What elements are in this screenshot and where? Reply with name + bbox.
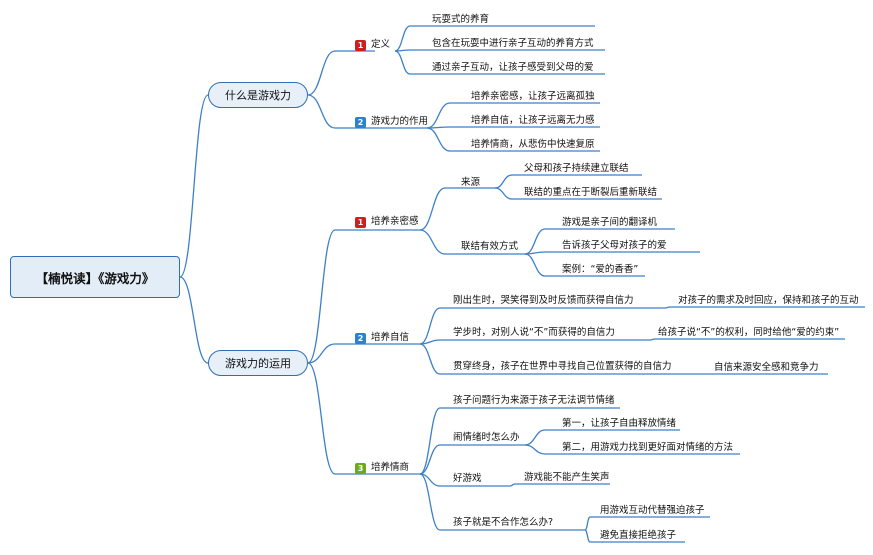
subtopic[interactable]: 好游戏	[453, 473, 482, 484]
subtopic[interactable]: 闹情绪时怎么办	[453, 432, 520, 443]
leaf-topic[interactable]: 案例：“爱的香香”	[562, 264, 639, 275]
connector-line	[307, 229, 420, 364]
subtopic[interactable]: 孩子问题行为来源于孩子无法调节情绪	[453, 395, 615, 406]
connector-line	[524, 444, 740, 455]
connector-line	[584, 516, 710, 531]
connector-line	[584, 529, 685, 543]
subtopic[interactable]: 孩子就是不合作怎么办?	[453, 517, 554, 528]
leaf-topic[interactable]: 包含在玩耍中进行亲子互动的养育方式	[432, 38, 594, 49]
connector-line	[419, 187, 495, 231]
connector-line	[494, 187, 662, 200]
connector-line	[419, 473, 585, 531]
connector-line	[494, 174, 642, 189]
connector-line	[419, 307, 665, 345]
leaf-topic[interactable]: 用游戏互动代替强迫孩子	[600, 505, 705, 516]
leaf-topic[interactable]: 父母和孩子持续建立联结	[524, 163, 629, 174]
subtopic[interactable]: 刚出生时，哭笑得到及时反馈而获得自信力	[453, 295, 634, 306]
leaf-topic[interactable]: 避免直接拒绝孩子	[600, 530, 677, 541]
leaf-topic[interactable]: 培养情商，从悲伤中快速复原	[471, 139, 595, 150]
connector-line	[664, 306, 865, 309]
connector-line	[307, 343, 420, 364]
priority-3-icon: 3	[355, 463, 366, 474]
leaf-topic[interactable]: 第二，用游戏力找到更好面对情绪的方法	[562, 442, 734, 453]
leaf-topic[interactable]: 游戏是亲子间的翻译机	[562, 217, 658, 228]
leaf-topic[interactable]: 自信来源安全感和竞争力	[714, 362, 819, 373]
leaf-topic[interactable]: 对孩子的需求及时回应，保持和孩子的互动	[678, 295, 859, 306]
root-topic[interactable]: 【楠悦读】《游戏力》	[10, 256, 180, 298]
leaf-topic[interactable]: 告诉孩子父母对孩子的爱	[562, 240, 667, 251]
leaf-topic[interactable]: 游戏能不能产生笑声	[524, 472, 610, 483]
section-label: 培养亲密感	[371, 216, 419, 227]
leaf-topic[interactable]: 培养自信，让孩子远离无力感	[471, 115, 595, 126]
section-function[interactable]: 2 游戏力的作用	[355, 116, 428, 128]
priority-1-icon: 1	[355, 40, 366, 51]
section-confidence[interactable]: 2 培养自信	[355, 332, 409, 344]
connector-line	[426, 102, 600, 129]
connector-line	[419, 407, 620, 475]
leaf-topic[interactable]: 通过亲子互动，让孩子感受到父母的爱	[432, 62, 594, 73]
connector-line	[419, 473, 510, 487]
connector-line	[524, 253, 645, 277]
leaf-topic[interactable]: 培养亲密感，让孩子远离孤独	[471, 91, 595, 102]
section-label: 定义	[371, 39, 391, 50]
connector-line	[426, 126, 600, 129]
section-eq[interactable]: 3 培养情商	[355, 462, 409, 474]
connector-line	[524, 429, 680, 446]
subtopic[interactable]: 学步时，对别人说“不”而获得的自信力	[453, 327, 615, 338]
branch-what-is-playful-parenting[interactable]: 什么是游戏力	[208, 82, 308, 108]
section-label: 游戏力的作用	[371, 116, 429, 127]
connector-line	[419, 229, 525, 255]
connector-line	[649, 338, 845, 341]
connector-line	[179, 94, 209, 278]
leaf-topic[interactable]: 玩耍式的养育	[432, 14, 490, 25]
connector-line	[307, 50, 375, 96]
subtopic[interactable]: 贯穿终身，孩子在世界中寻找自己位置获得的自信力	[453, 361, 672, 372]
connector-line	[394, 49, 605, 52]
connector-line	[419, 343, 705, 375]
subtopic-effective-ways[interactable]: 联结有效方式	[461, 241, 519, 252]
leaf-topic[interactable]: 给孩子说“不”的权利，同时给他“爱的约束”	[658, 327, 840, 338]
connector-line	[419, 339, 650, 345]
connector-line	[179, 276, 209, 364]
section-intimacy[interactable]: 1 培养亲密感	[355, 216, 419, 228]
connector-line	[509, 483, 610, 487]
section-label: 培养自信	[371, 332, 410, 343]
leaf-topic[interactable]: 第一，让孩子自由释放情绪	[562, 418, 677, 429]
subtopic-source[interactable]: 来源	[461, 177, 481, 188]
connector-line	[394, 50, 605, 75]
section-definition[interactable]: 1 定义	[355, 39, 390, 51]
connector-line	[426, 127, 600, 152]
connector-line	[307, 94, 427, 129]
connector-line	[524, 228, 675, 255]
leaf-topic[interactable]: 联结的重点在于断裂后重新联结	[524, 187, 658, 198]
section-label: 培养情商	[371, 462, 410, 473]
priority-2-icon: 2	[355, 333, 366, 344]
priority-1-icon: 1	[355, 217, 366, 228]
connector-line	[419, 444, 525, 475]
branch-applications[interactable]: 游戏力的运用	[208, 350, 308, 376]
connector-line	[524, 251, 700, 255]
priority-2-icon: 2	[355, 117, 366, 128]
connector-line	[307, 362, 420, 475]
connector-line	[394, 25, 595, 52]
